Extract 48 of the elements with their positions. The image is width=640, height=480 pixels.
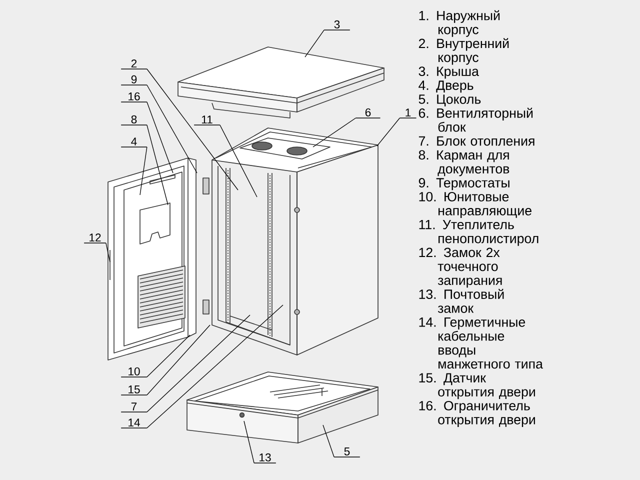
callout-number: 6: [355, 108, 381, 118]
callout-number: 12: [84, 234, 106, 244]
list-item: 9. Термостаты: [418, 178, 510, 190]
list-item: 12. Замок 2х точечного запирания: [419, 248, 502, 288]
list-item: 2. Внутренний корпус: [418, 38, 509, 65]
list-item: 10. Юнитовые направляющие: [419, 192, 532, 218]
list-item: 8. Карман для документов: [418, 150, 510, 176]
leader-line: [376, 118, 400, 146]
callout-number: 14: [120, 418, 148, 428]
list-item: 15. Датчик открытия двери: [419, 373, 535, 400]
callout-number: 11: [194, 116, 220, 126]
leader-line: [304, 30, 324, 58]
list-item: 4. Дверь: [418, 80, 474, 93]
list-item: 16. Ограничитель открытия двери: [419, 401, 535, 427]
callout-number: 3: [324, 20, 350, 30]
list-item: 6. Вентиляторный блок: [418, 108, 533, 132]
leader-line: [146, 68, 238, 190]
callout-number: 1: [399, 108, 417, 118]
callout-number: 15: [120, 386, 148, 396]
list-item: 7. Блок отопления: [418, 136, 534, 146]
leader-line: [106, 242, 110, 262]
leader-line: [312, 118, 356, 148]
callout-number: 5: [334, 448, 360, 458]
leader-line: [244, 420, 254, 464]
leader-line: [146, 324, 210, 396]
callout-number: 2: [120, 60, 148, 70]
leader-line: [146, 102, 174, 174]
leader-line: [146, 314, 250, 412]
callout-number: 10: [120, 367, 148, 378]
list-item: 13. Почтовый замок: [419, 288, 504, 313]
callout-number: 9: [120, 75, 148, 86]
callout-number: 8: [120, 115, 148, 126]
leader-line: [140, 146, 148, 196]
callout-number: 4: [120, 138, 148, 148]
list-item: 1. Наружный корпус: [419, 10, 500, 37]
leader-line: [146, 334, 190, 378]
leader-line: [322, 424, 334, 458]
leader-line: [220, 124, 258, 198]
callout-number: 13: [254, 453, 276, 464]
list-item: 14. Герметичные кабельные вводы манжетного типа: [419, 318, 543, 369]
list-item: 5. Цоколь: [418, 94, 481, 106]
list-item: 3. Крыша: [418, 66, 479, 79]
callout-number: 16: [120, 92, 148, 102]
leader-line: [146, 124, 168, 206]
list-item: 11. Утеплитель пенополистирол: [419, 220, 538, 246]
leader-line: [146, 304, 284, 428]
leader-line: [146, 84, 198, 174]
callout-number: 7: [120, 402, 148, 412]
